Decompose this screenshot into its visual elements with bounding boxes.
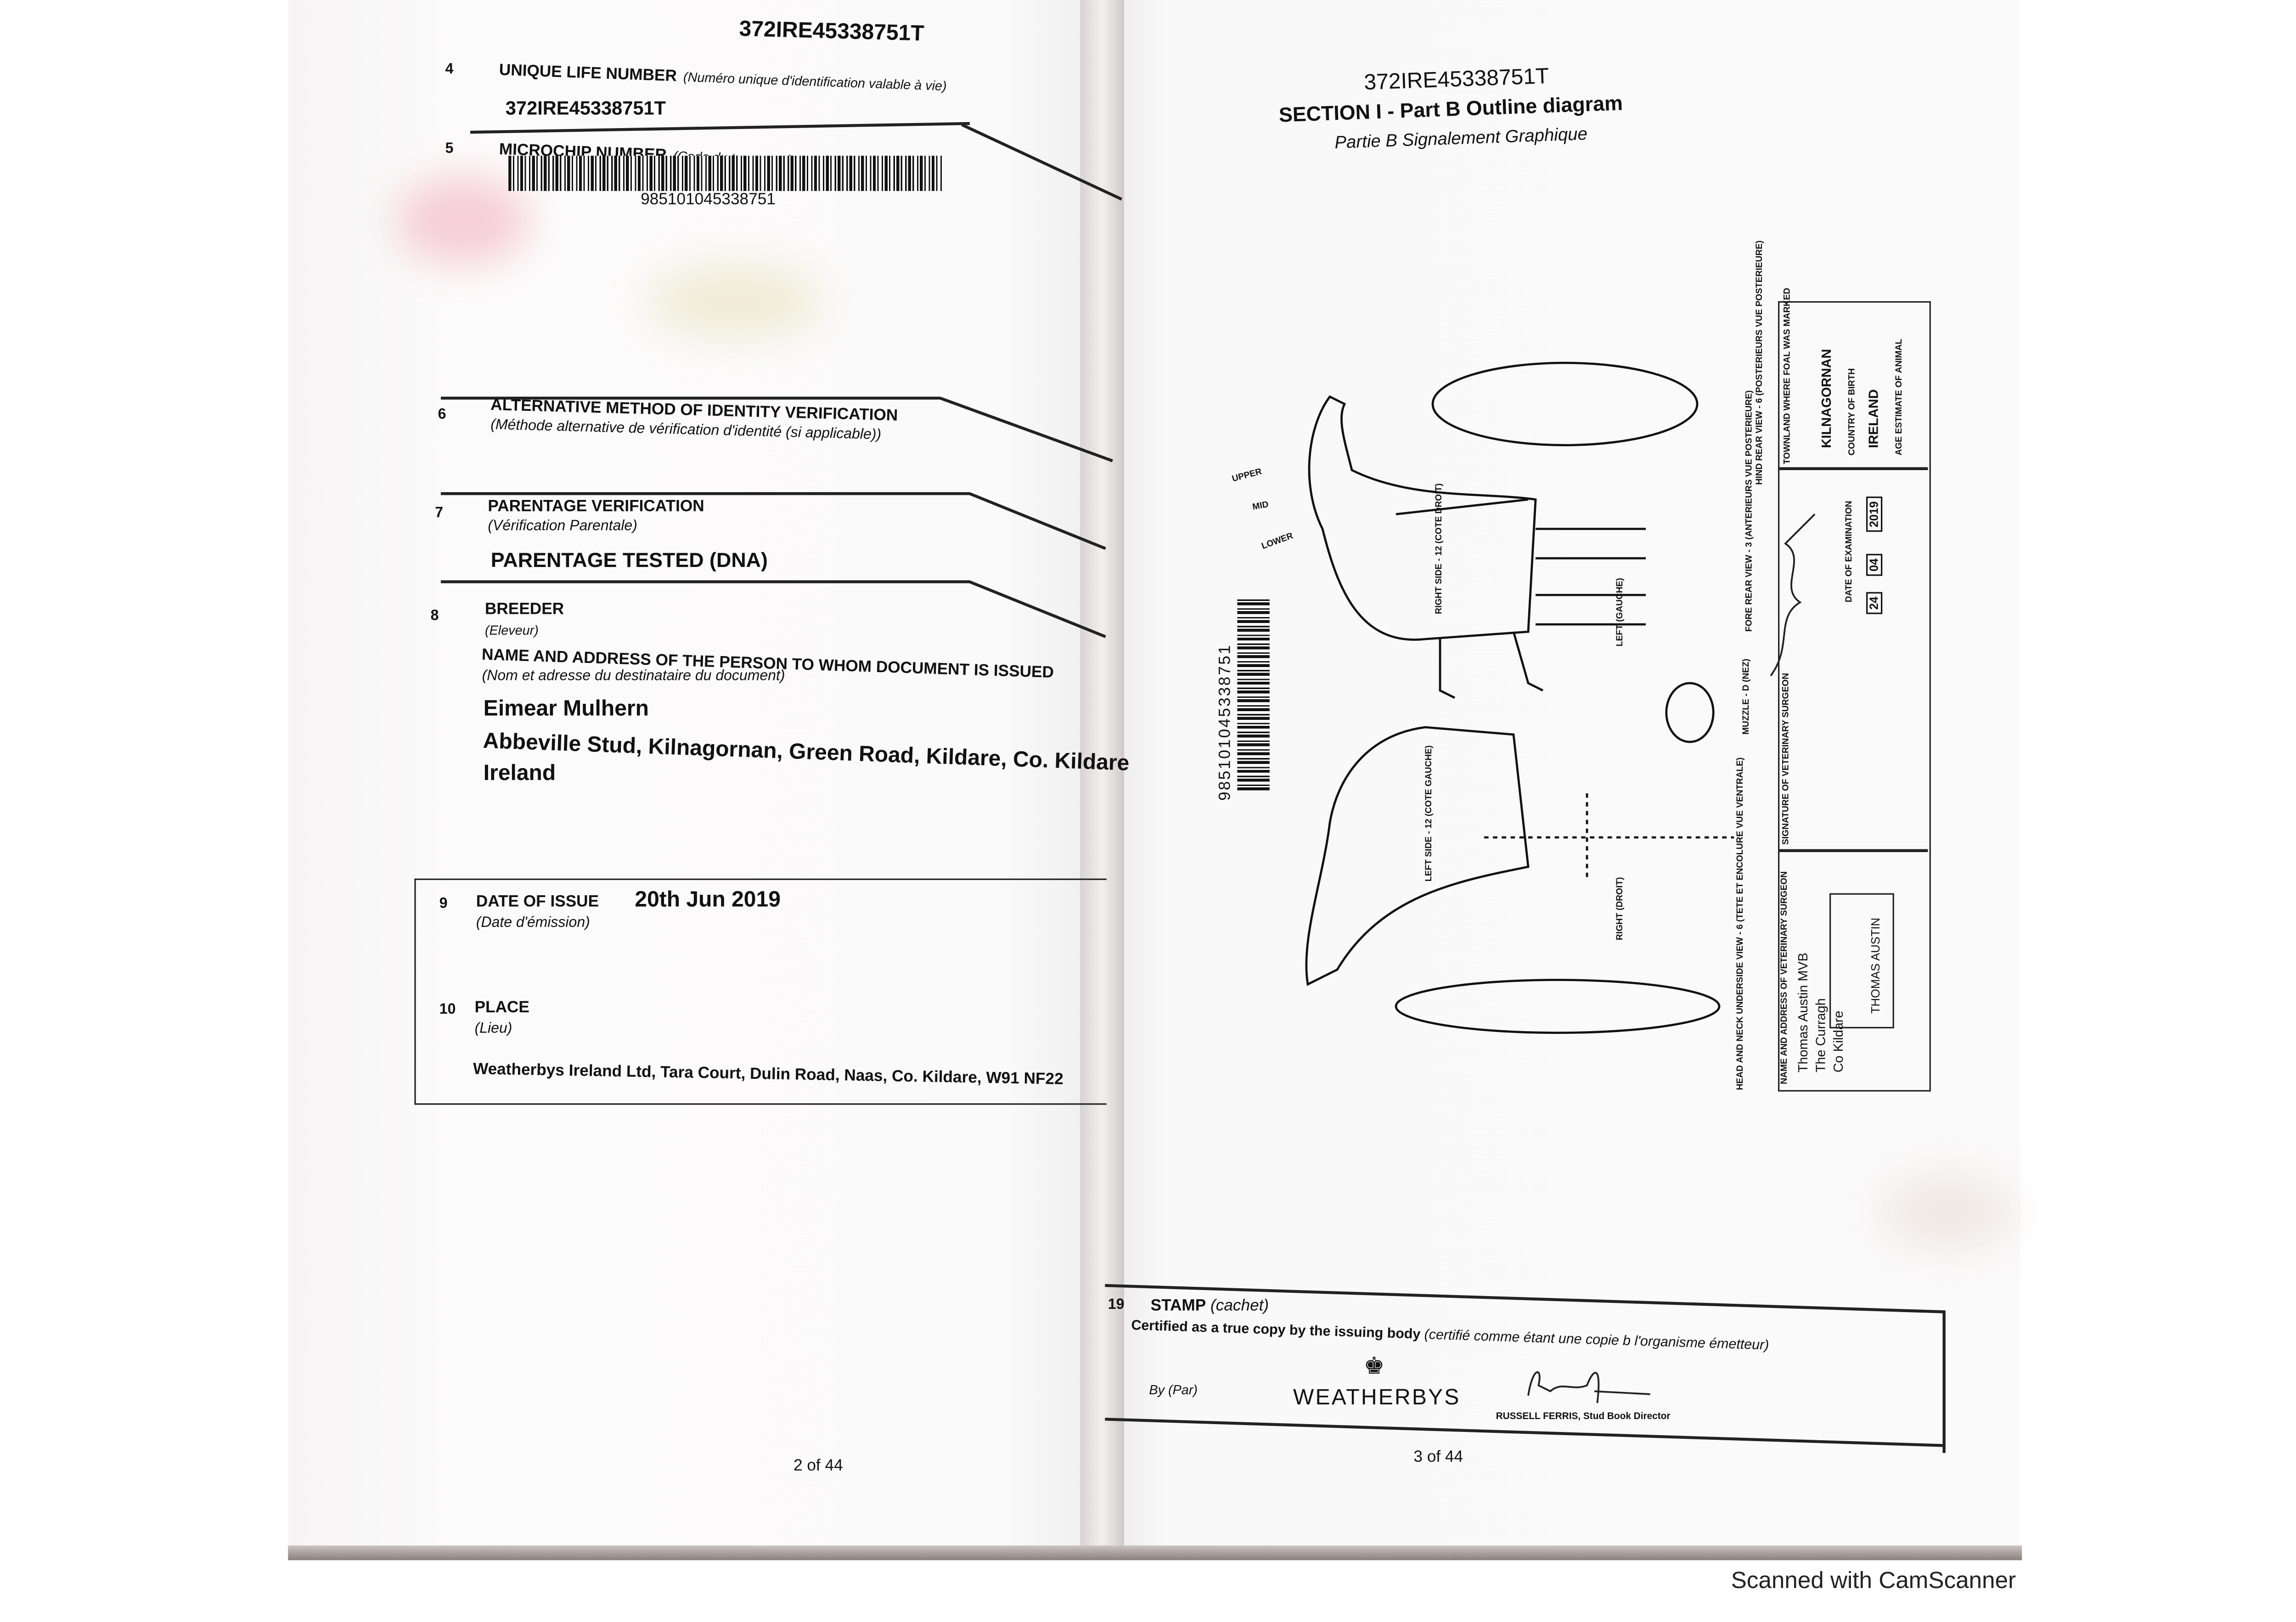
head-neck-label: HEAD AND NECK UNDERSIDE VIEW - 6 (TETE E…: [1737, 757, 1746, 1090]
field-number: 8: [430, 608, 439, 624]
label-fr: (Numéro unique d'identification valable …: [683, 69, 947, 94]
age-estimate-label: AGE ESTIMATE OF ANIMAL: [1896, 339, 1905, 455]
horse-right-side: [1308, 395, 1544, 699]
exam-month: 04: [1866, 554, 1883, 576]
vet-name: Thomas Austin MVB: [1795, 953, 1811, 1072]
stain: [647, 264, 823, 338]
signatory-name: RUSSELL FERRIS, Stud Book Director: [1496, 1412, 1671, 1422]
horse-outline-diagrams: [1305, 362, 1734, 1034]
by-label: By (Par): [1149, 1382, 1198, 1398]
exam-date-label: DATE OF EXAMINATION: [1846, 500, 1855, 602]
page-number: 2 of 44: [793, 1457, 843, 1475]
country-label: COUNTRY OF BIRTH: [1848, 368, 1857, 455]
field-number: 7: [435, 505, 443, 522]
date-of-issue-value: 20th Jun 2019: [635, 887, 781, 913]
parentage-verification-label: PARENTAGE VERIFICATION: [488, 498, 704, 516]
stain: [397, 176, 529, 264]
top-view: [1484, 793, 1734, 882]
stamp-label: STAMP: [1150, 1297, 1206, 1315]
exam-day: 24: [1866, 592, 1883, 614]
signatory-signature: [1527, 1371, 1650, 1403]
stamp-label-fr: (cachet): [1210, 1297, 1269, 1315]
date-of-issue-label-fr: (Date d'émission): [476, 915, 590, 932]
townland-label: TOWNLAND WHERE FOAL WAS MARKED: [1784, 287, 1793, 465]
townland-value: KILNAGORNAN: [1819, 349, 1834, 448]
left-label: LEFT (GAUCHE): [1616, 578, 1626, 646]
field-number: 5: [445, 141, 454, 157]
muzzle-view: [1665, 682, 1715, 743]
field-number: 4: [445, 62, 454, 78]
breeder-label-fr: (Eleveur): [485, 623, 539, 638]
microchip-barcode: [508, 156, 944, 191]
right-side-label: RIGHT SIDE - 12 (COTE DROIT): [1435, 483, 1445, 614]
place-label-fr: (Lieu): [474, 1021, 512, 1038]
left-side-label: LEFT SIDE - 12 (COTE GAUCHE): [1425, 745, 1435, 881]
hind-rear-label: HIND REAR VIEW - 6 (POSTERIEURS VUE POST…: [1756, 240, 1765, 485]
divider: [1942, 1310, 1945, 1453]
weatherbys-crest-icon: ♚: [1363, 1354, 1385, 1380]
parentage-verification-label-fr: (Vérification Parentale): [488, 518, 637, 535]
left-page: [288, 0, 1126, 1555]
divider: [441, 580, 970, 583]
page-edge: [288, 1545, 2022, 1560]
page-number: 3 of 44: [1413, 1448, 1463, 1466]
field-number: 10: [439, 1002, 456, 1018]
vet-stamp-name: THOMAS AUSTIN: [1869, 917, 1883, 1014]
unique-life-number-value: 372IRE45338751T: [505, 97, 666, 119]
issue-box: [414, 878, 1107, 1105]
recipient-label-fr: (Nom et adresse du destinataire du docum…: [482, 668, 785, 685]
horse-left-side: [1305, 726, 1530, 986]
book-spine: [1080, 0, 1124, 1555]
camscanner-watermark: Scanned with CamScanner: [1731, 1569, 2016, 1594]
breeder-label: BREEDER: [485, 601, 564, 619]
date-of-issue-label: DATE OF ISSUE: [476, 893, 599, 911]
veterinary-panel: [1778, 301, 1931, 1092]
signature-label: SIGNATURE OF VETERINARY SURGEON: [1782, 673, 1791, 845]
fore-rear-label: FORE REAR VIEW - 3 (ANTERIEURS VUE POSTE…: [1745, 390, 1755, 632]
divider: [1778, 849, 1928, 852]
divider: [441, 397, 940, 399]
hind-rear-view: [1431, 362, 1699, 447]
label: UNIQUE LIFE NUMBER: [499, 62, 677, 86]
vet-signature: [1770, 513, 1816, 677]
head-neck-underside: [1395, 979, 1721, 1034]
breeder-name: Eimear Mulhern: [483, 696, 649, 722]
exam-year: 2019: [1866, 497, 1883, 532]
muzzle-label: MUZZLE - D (NEZ): [1743, 658, 1752, 735]
vet-stamp: [1829, 893, 1894, 1028]
place-label: PLACE: [474, 999, 529, 1017]
field-number: 19: [1108, 1297, 1125, 1313]
weatherbys-logo: WEATHERBYS: [1293, 1385, 1461, 1410]
stain: [1881, 1175, 2013, 1249]
stamp-label-group: STAMP (cachet): [1151, 1297, 1269, 1315]
divider: [1778, 467, 1928, 470]
microchip-number-value: 985101045338751: [641, 191, 776, 209]
vertical-barcode: [1237, 599, 1270, 791]
field-number: 6: [438, 407, 446, 423]
vet-name-label: NAME AND ADDRESS OF VETERINARY SURGEON: [1781, 871, 1790, 1084]
breeder-country: Ireland: [483, 761, 556, 786]
field-number: 9: [439, 896, 448, 913]
fore-rear-view: [1536, 528, 1646, 626]
header-id: 372IRE45338751T: [738, 17, 925, 47]
divider: [441, 492, 970, 494]
country-value: IRELAND: [1866, 389, 1881, 448]
parentage-verification-value: PARENTAGE TESTED (DNA): [490, 548, 768, 572]
right-label: RIGHT (DROIT): [1616, 877, 1626, 940]
vet-address-line1: The Curragh: [1813, 998, 1828, 1072]
